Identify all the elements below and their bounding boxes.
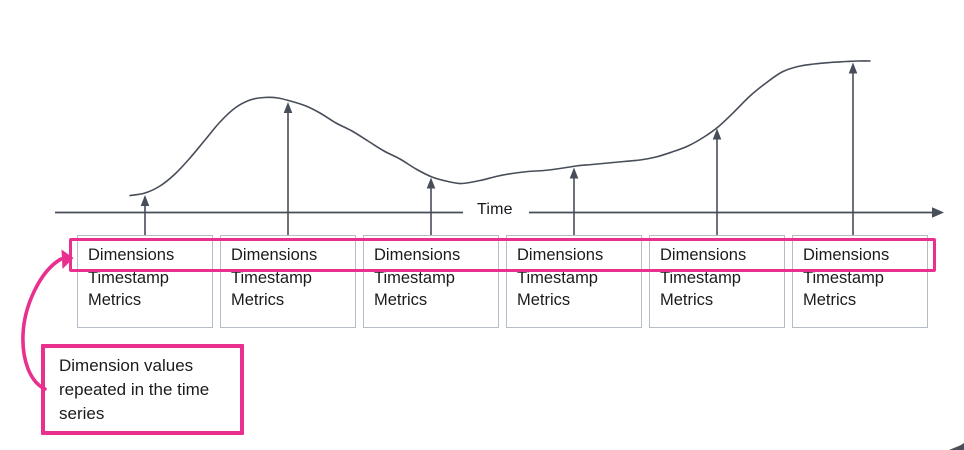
record-field-dimensions: Dimensions: [231, 246, 318, 264]
corner-artifact: [949, 443, 964, 450]
record-box: Dimensions Timestamp Metrics: [506, 235, 642, 328]
record-box: Dimensions Timestamp Metrics: [649, 235, 785, 328]
axis-label-time: Time: [474, 201, 516, 219]
record-field-dimensions: Dimensions: [660, 246, 747, 264]
record-box: Dimensions Timestamp Metrics: [77, 235, 213, 328]
time-axis-arrowhead-icon: [932, 207, 944, 218]
record-arrowhead-icon: [712, 128, 722, 140]
record-field-metrics: Metrics: [231, 291, 285, 309]
record-field-metrics: Metrics: [660, 291, 714, 309]
record-arrowhead-icon: [140, 195, 150, 206]
record-field-metrics: Metrics: [517, 291, 571, 309]
record-field-timestamp: Timestamp: [374, 268, 455, 287]
record-field-timestamp: Timestamp: [88, 268, 169, 287]
dimensions-highlight-outline: [69, 238, 936, 272]
record-field-timestamp: Timestamp: [803, 268, 884, 287]
record-box: Dimensions Timestamp Metrics: [363, 235, 499, 328]
record-arrowhead-icon: [426, 177, 436, 189]
record-field-metrics: Metrics: [803, 291, 857, 309]
callout-dimension-values: Dimension values repeated in the time se…: [41, 344, 244, 435]
record-field-dimensions: Dimensions: [803, 246, 890, 264]
record-field-metrics: Metrics: [374, 291, 428, 309]
record-field-metrics: Metrics: [88, 291, 142, 309]
callout-text: Dimension values repeated in the time se…: [59, 356, 210, 423]
record-field-timestamp: Timestamp: [231, 268, 312, 287]
record-field-dimensions: Dimensions: [374, 246, 461, 264]
record-field-dimensions: Dimensions: [88, 246, 175, 264]
record-box: Dimensions Timestamp Metrics: [220, 235, 356, 328]
corner-artifact-shape: [949, 443, 964, 450]
record-arrowhead-icon: [283, 102, 293, 113]
record-arrowhead-icon: [569, 167, 579, 179]
record-field-timestamp: Timestamp: [660, 268, 741, 287]
record-box: Dimensions Timestamp Metrics: [792, 235, 928, 328]
record-field-timestamp: Timestamp: [517, 268, 598, 287]
record-arrowhead-icon: [848, 62, 858, 74]
time-series-curve: [129, 60, 871, 197]
record-field-dimensions: Dimensions: [517, 246, 604, 264]
